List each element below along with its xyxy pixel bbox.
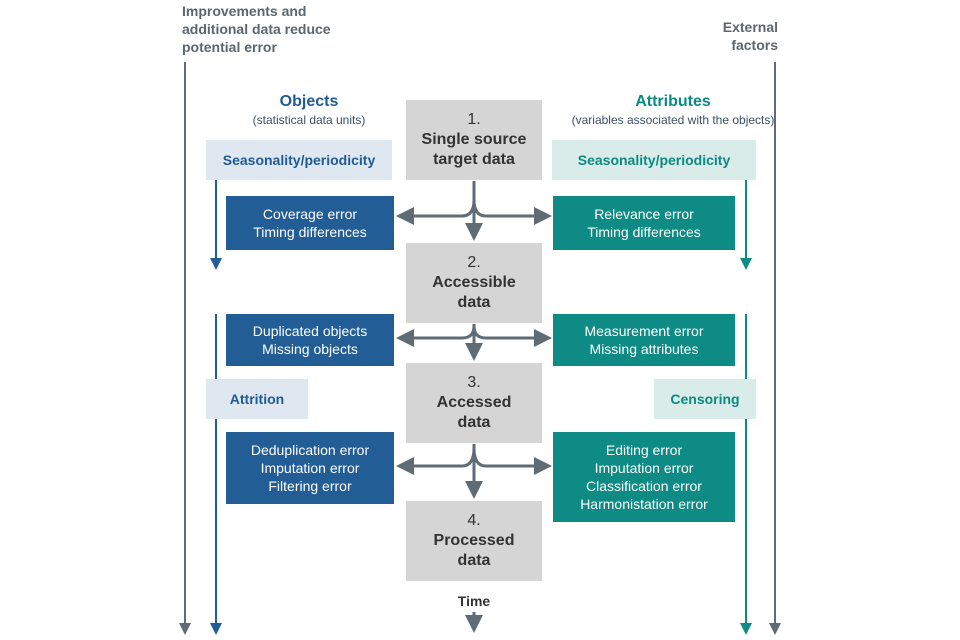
attributes-error-box-2: Measurement error Missing attributes: [553, 314, 735, 366]
objects-error-box-3: Deduplication error Imputation error Fil…: [226, 432, 394, 504]
box-line: Missing attributes: [589, 341, 699, 357]
stage-line: data: [457, 414, 491, 431]
attributes-seasonality-label: Seasonality/periodicity: [552, 140, 756, 180]
attributes-title: Attributes: [635, 93, 711, 110]
box-line: Measurement error: [584, 323, 704, 339]
attributes-error-box-1: Relevance error Timing differences: [553, 196, 735, 250]
left-note-line-3: potential error: [182, 39, 277, 55]
stage-number: 3.: [467, 374, 481, 391]
attrition-label: Attrition: [206, 379, 308, 419]
box-line: Filtering error: [268, 478, 352, 494]
objects-title: Objects: [279, 93, 339, 110]
right-note-line-1: External: [722, 19, 778, 35]
stage-box-1: 1. Single source target data: [406, 100, 542, 180]
stage-box-2: 2. Accessible data: [406, 243, 542, 323]
objects-seasonality-label: Seasonality/periodicity: [206, 140, 392, 180]
box-line: Timing differences: [587, 224, 701, 240]
objects-heading: Objects (statistical data units): [206, 92, 412, 128]
box-line: Harmonistation error: [580, 496, 708, 512]
attributes-subtitle: (variables associated with the objects): [571, 113, 775, 127]
stage-line: Accessible: [432, 274, 516, 291]
stage-number: 2.: [467, 254, 481, 271]
attributes-heading: Attributes (variables associated with th…: [540, 92, 806, 128]
objects-error-box-1: Coverage error Timing differences: [226, 196, 394, 250]
stage-box-4: 4. Processed data: [406, 501, 542, 581]
left-note-line-2: additional data reduce: [182, 21, 331, 37]
left-note-line-1: Improvements and: [182, 3, 307, 19]
stage-line: Single source: [421, 131, 527, 148]
stage-line: data: [457, 552, 491, 569]
stage-line: target data: [433, 151, 515, 168]
box-line: Imputation error: [594, 460, 694, 476]
box-line: Relevance error: [594, 206, 694, 222]
stage-line: data: [457, 294, 491, 311]
box-line: Classification error: [586, 478, 702, 494]
left-side-note: Improvements and additional data reduce …: [182, 2, 382, 56]
right-note-line-2: factors: [731, 37, 778, 53]
right-side-note: External factors: [660, 18, 778, 54]
objects-subtitle: (statistical data units): [252, 113, 366, 127]
attributes-error-box-3: Editing error Imputation error Classific…: [553, 432, 735, 522]
box-line: Imputation error: [260, 460, 360, 476]
box-line: Timing differences: [253, 224, 367, 240]
box-line: Deduplication error: [250, 442, 370, 458]
box-line: Editing error: [605, 442, 683, 458]
stage-box-3: 3. Accessed data: [406, 363, 542, 443]
stage-number: 4.: [467, 512, 481, 529]
objects-error-box-2: Duplicated objects Missing objects: [226, 314, 394, 366]
box-line: Duplicated objects: [252, 323, 368, 339]
stage-line: Processed: [433, 532, 515, 549]
stage-number: 1.: [467, 111, 481, 128]
box-line: Missing objects: [262, 341, 358, 357]
time-label: Time: [457, 593, 491, 609]
stage-line: Accessed: [436, 394, 512, 411]
censoring-label: Censoring: [654, 379, 756, 419]
box-line: Coverage error: [262, 206, 358, 222]
